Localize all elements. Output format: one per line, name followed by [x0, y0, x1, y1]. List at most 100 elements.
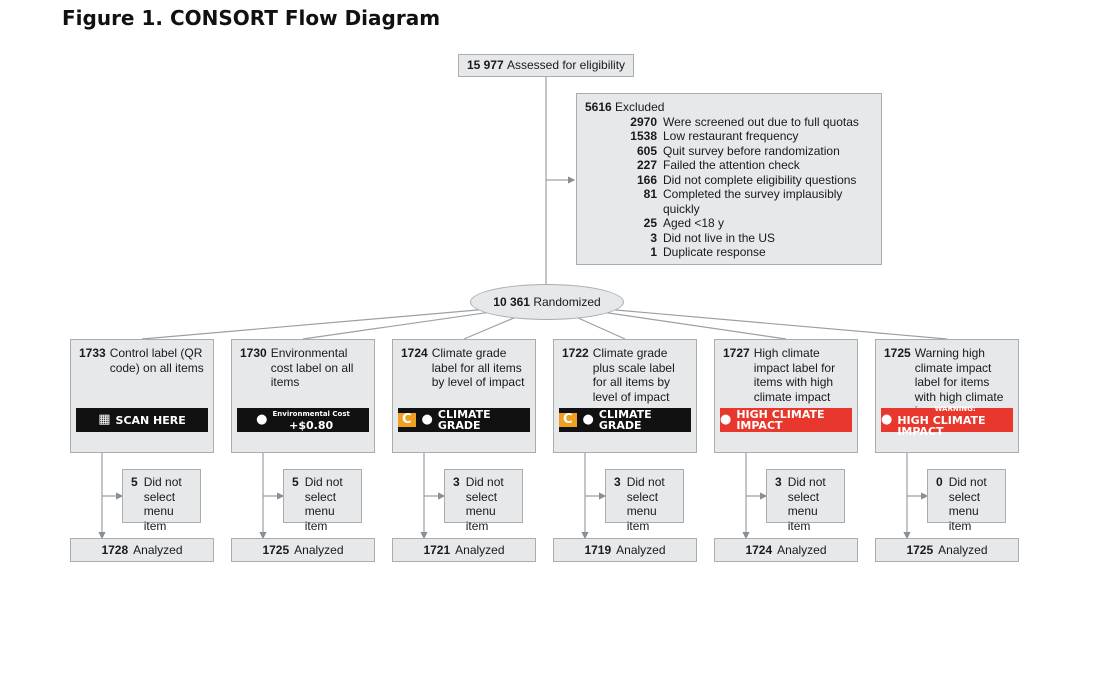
- analyzed-label: Analyzed: [777, 542, 827, 557]
- globe-icon: ●: [582, 411, 594, 427]
- grade-letter: C: [559, 412, 577, 428]
- analyzed-box: 1728 Analyzed: [70, 538, 214, 562]
- label-main-text: HIGH CLIMATE IMPACT: [897, 413, 986, 438]
- exclusion-label: Completed the survey implausibly quickly: [663, 187, 843, 216]
- analyzed-count: 1725: [262, 542, 290, 557]
- arm-count: 1722: [562, 346, 589, 360]
- analyzed-count: 1719: [584, 542, 612, 557]
- arm-label: Climate grade label for all items by lev…: [431, 346, 525, 389]
- label-small-text: WARNING:: [934, 404, 976, 413]
- exclusion-count: 166: [636, 172, 657, 187]
- exclusion-label: Were screened out due to full quotas: [663, 114, 859, 129]
- label-image: C ●CLIMATE GRADE: [559, 408, 691, 432]
- randomized-count: 10 361: [493, 295, 530, 309]
- exclusion-count: 605: [636, 143, 657, 158]
- label-main-text: CLIMATE GRADE: [437, 408, 491, 432]
- exclusion-count: 2970: [630, 114, 657, 129]
- exclusion-count: 227: [636, 158, 657, 172]
- exclusion-reason: 1 Duplicate response: [585, 245, 877, 260]
- dropout-label: Did not select menu item: [626, 475, 665, 533]
- label-image: ●Environmental Cost+$0.80: [237, 408, 369, 432]
- analyzed-box: 1725 Analyzed: [231, 538, 375, 562]
- assessed-label: Assessed for eligibility: [506, 58, 626, 73]
- assessed-box: 15 977 Assessed for eligibility: [458, 54, 634, 77]
- arm-count: 1724: [401, 346, 428, 360]
- dropout-count: 3: [775, 475, 782, 489]
- analyzed-label: Analyzed: [938, 542, 988, 557]
- excluded-count: 5616: [585, 100, 612, 114]
- label-image: ●HIGH CLIMATE IMPACT: [720, 408, 852, 432]
- arm-label: Climate grade plus scale label for all i…: [592, 346, 675, 404]
- dropout-count: 5: [131, 475, 138, 489]
- dropout-count: 3: [453, 475, 460, 489]
- exclusion-reason: 1538 Low restaurant frequency: [585, 129, 877, 144]
- label-image: ▦ SCAN HERE: [76, 408, 208, 432]
- exclusion-label: Aged <18 y: [663, 216, 725, 230]
- dropout-count: 3: [614, 475, 621, 489]
- arm-count: 1725: [884, 346, 911, 360]
- label-text: HIGH CLIMATE IMPACT: [736, 409, 852, 431]
- label-main-text: SCAN HERE: [115, 413, 186, 427]
- exclusion-label: Quit survey before randomization: [663, 143, 840, 158]
- analyzed-label: Analyzed: [133, 542, 183, 557]
- exclusion-label: Did not live in the US: [663, 230, 776, 245]
- globe-icon: ●: [421, 411, 433, 427]
- exclusion-count: 1538: [630, 129, 657, 143]
- exclusion-reason: 2970 Were screened out due to full quotas: [585, 115, 877, 130]
- analyzed-box: 1721 Analyzed: [392, 538, 536, 562]
- dropout-label: Did not select menu item: [948, 475, 987, 533]
- randomized-node: 10 361 Randomized: [470, 284, 624, 320]
- globe-icon: ●: [720, 411, 732, 427]
- label-text: CLIMATE GRADE: [438, 409, 530, 431]
- analyzed-count: 1728: [101, 542, 129, 557]
- dropout-label: Did not select menu item: [143, 475, 182, 533]
- label-image: ●WARNING:HIGH CLIMATE IMPACT: [881, 405, 1013, 437]
- qr-code-icon: ▦: [98, 411, 111, 427]
- analyzed-label: Analyzed: [455, 542, 505, 557]
- excluded-label: Excluded: [615, 100, 665, 114]
- analyzed-box: 1724 Analyzed: [714, 538, 858, 562]
- exclusion-label: Low restaurant frequency: [663, 129, 799, 143]
- label-image: C ●CLIMATE GRADE: [398, 408, 530, 432]
- figure-title: Figure 1. CONSORT Flow Diagram: [62, 6, 441, 30]
- analyzed-count: 1721: [423, 542, 451, 557]
- randomized-label: Randomized: [533, 295, 601, 309]
- analyzed-count: 1724: [745, 542, 773, 557]
- globe-icon: ●: [881, 411, 893, 427]
- arm-label: High climate impact label for items with…: [753, 346, 836, 404]
- exclusion-count: 1: [650, 245, 657, 259]
- arm-label: Control label (QR code) on all items: [109, 346, 204, 375]
- dropout-box: 3 Did not select menu item: [444, 469, 523, 533]
- label-small-text: Environmental Cost: [272, 410, 350, 418]
- arm-label: Environmental cost label on all items: [270, 346, 354, 389]
- globe-icon: ●: [256, 411, 268, 427]
- label-text: WARNING:HIGH CLIMATE IMPACT: [897, 404, 1013, 437]
- grade-letter: C: [398, 412, 416, 428]
- exclusion-count: 25: [643, 216, 657, 230]
- dropout-box: 3 Did not select menu item: [605, 469, 684, 533]
- dropout-label: Did not select menu item: [465, 475, 504, 533]
- exclusion-label: Duplicate response: [663, 245, 766, 259]
- label-text: CLIMATE GRADE: [599, 409, 691, 431]
- label-main-text: CLIMATE GRADE: [598, 408, 652, 432]
- arm-count: 1727: [723, 346, 750, 360]
- analyzed-label: Analyzed: [294, 542, 344, 557]
- excluded-box: 5616 Excluded 2970 Were screened out due …: [576, 93, 882, 265]
- label-text: SCAN HERE: [116, 415, 186, 426]
- dropout-box: 5 Did not select menu item: [122, 469, 201, 533]
- exclusion-reason: 605 Quit survey before randomization: [585, 144, 877, 159]
